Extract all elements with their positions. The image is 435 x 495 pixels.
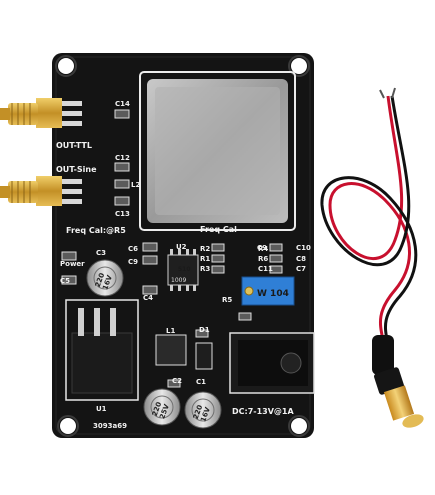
capacitor-top	[86, 259, 124, 297]
dc-power-jack	[229, 332, 315, 394]
oscillator-shield	[139, 71, 296, 231]
pot-label: W 104	[257, 289, 289, 299]
label-c3: C3	[96, 249, 106, 257]
ic-code: 1009	[171, 277, 186, 284]
label-c11: C11	[258, 265, 273, 273]
label-power: Power	[60, 260, 85, 268]
trim-potentiometer	[241, 276, 295, 306]
label-l2: L2	[131, 181, 140, 189]
label-c1: C1	[196, 378, 206, 386]
label-c7: C7	[296, 265, 306, 273]
inductor-l1	[155, 334, 187, 366]
label-r5: R5	[222, 296, 232, 304]
label-r6: R6	[258, 255, 268, 263]
label-c6: C6	[128, 245, 138, 253]
label-r1: R1	[200, 255, 210, 263]
label-out-ttl: OUT-TTL	[56, 141, 92, 150]
capacitor-bottom-right	[184, 391, 222, 429]
label-c10: C10	[296, 244, 311, 252]
label-c13: C13	[115, 210, 130, 218]
label-u2: U2	[176, 243, 187, 251]
label-d1: D1	[199, 326, 210, 334]
label-c4: C4	[143, 294, 153, 302]
label-c5: C5	[60, 277, 70, 285]
label-power-spec: DC:7-13V@1A	[232, 407, 294, 416]
label-serial: 3093a69	[93, 422, 127, 430]
label-out-sine: OUT-Sine	[56, 165, 97, 174]
regulator-u1	[65, 299, 139, 401]
label-l1: L1	[166, 327, 175, 335]
label-c9b: C9	[257, 244, 267, 252]
label-freq-cal: Freq Cal-	[200, 225, 240, 234]
label-freq-cal-r5: Freq Cal:@R5	[66, 226, 126, 235]
diode-d1	[195, 342, 213, 370]
ic-marking: 510	[178, 266, 191, 273]
label-c9: C9	[128, 258, 138, 266]
label-u1: U1	[96, 405, 107, 413]
capacitor-bottom-left	[143, 388, 181, 426]
label-c2: C2	[172, 377, 182, 385]
label-c12: C12	[115, 154, 130, 162]
power-cable	[320, 87, 418, 341]
sma-connector-ttl	[0, 98, 82, 128]
label-c8: C8	[296, 255, 306, 263]
sma-connector-sine	[0, 176, 82, 206]
label-r4: R4	[258, 245, 268, 253]
label-r2: R2	[200, 245, 210, 253]
smd-components	[61, 109, 283, 388]
dc-barrel-plug	[372, 335, 424, 428]
ic-u2	[167, 249, 199, 291]
label-r3: R3	[200, 265, 210, 273]
mounting-holes	[55, 55, 310, 437]
label-c14: C14	[115, 100, 130, 108]
